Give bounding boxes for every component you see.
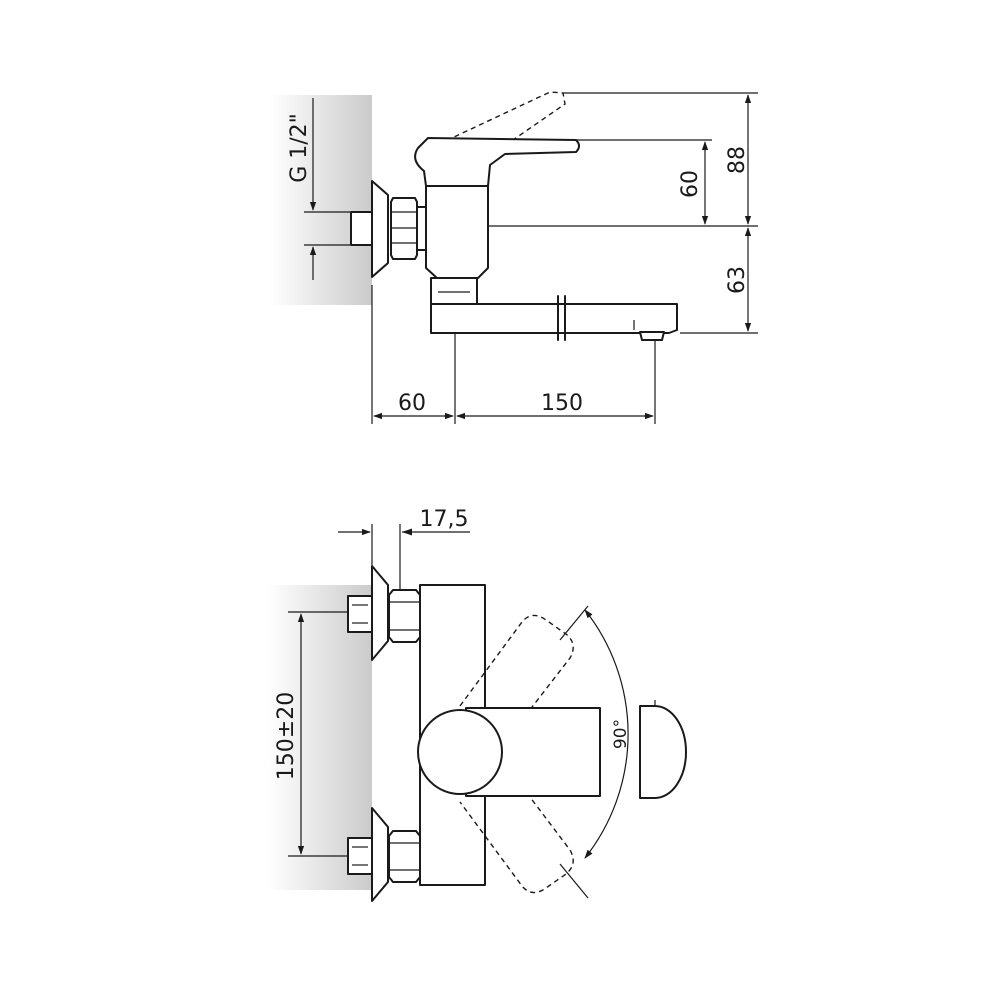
- flange-top-upper: [371, 565, 389, 661]
- label-total-height: 88: [725, 146, 750, 174]
- flange-top-lower: [371, 807, 389, 902]
- spout-collar-side: [430, 277, 478, 305]
- nut-lower: [388, 830, 421, 883]
- inlet-stub-side: [350, 211, 373, 246]
- nut-upper: [388, 589, 421, 643]
- inlet-stub-upper: [347, 595, 373, 633]
- label-thread: G 1/2": [287, 113, 312, 183]
- mixer-body-side: [425, 185, 489, 279]
- label-inlet-spacing: 150±20: [274, 692, 299, 780]
- lever-side: [414, 137, 580, 187]
- connector-side: [416, 206, 427, 251]
- label-spout-height: 63: [725, 266, 750, 294]
- side-view: G 1/2" 60 88 63 60 150: [270, 91, 758, 424]
- aerator-side: [639, 331, 665, 341]
- spout-tip-top: [639, 705, 687, 799]
- extension-lines: [304, 92, 758, 424]
- wall-shading-top: [270, 95, 372, 305]
- top-view: 17,5 150±20 90°: [268, 507, 687, 902]
- rotation-arc: [584, 609, 629, 859]
- label-flange-depth: 17,5: [420, 507, 469, 532]
- spout-side: [430, 303, 678, 334]
- lever-rotated-dashed: [459, 614, 574, 894]
- label-lever-height: 60: [678, 170, 703, 198]
- handle-hub: [417, 709, 503, 795]
- inlet-stub-lower: [347, 837, 373, 875]
- flange-side: [371, 180, 389, 278]
- label-spout-reach: 150: [541, 391, 583, 416]
- label-wall-offset: 60: [398, 391, 426, 416]
- label-lever-rotation: 90°: [611, 719, 631, 749]
